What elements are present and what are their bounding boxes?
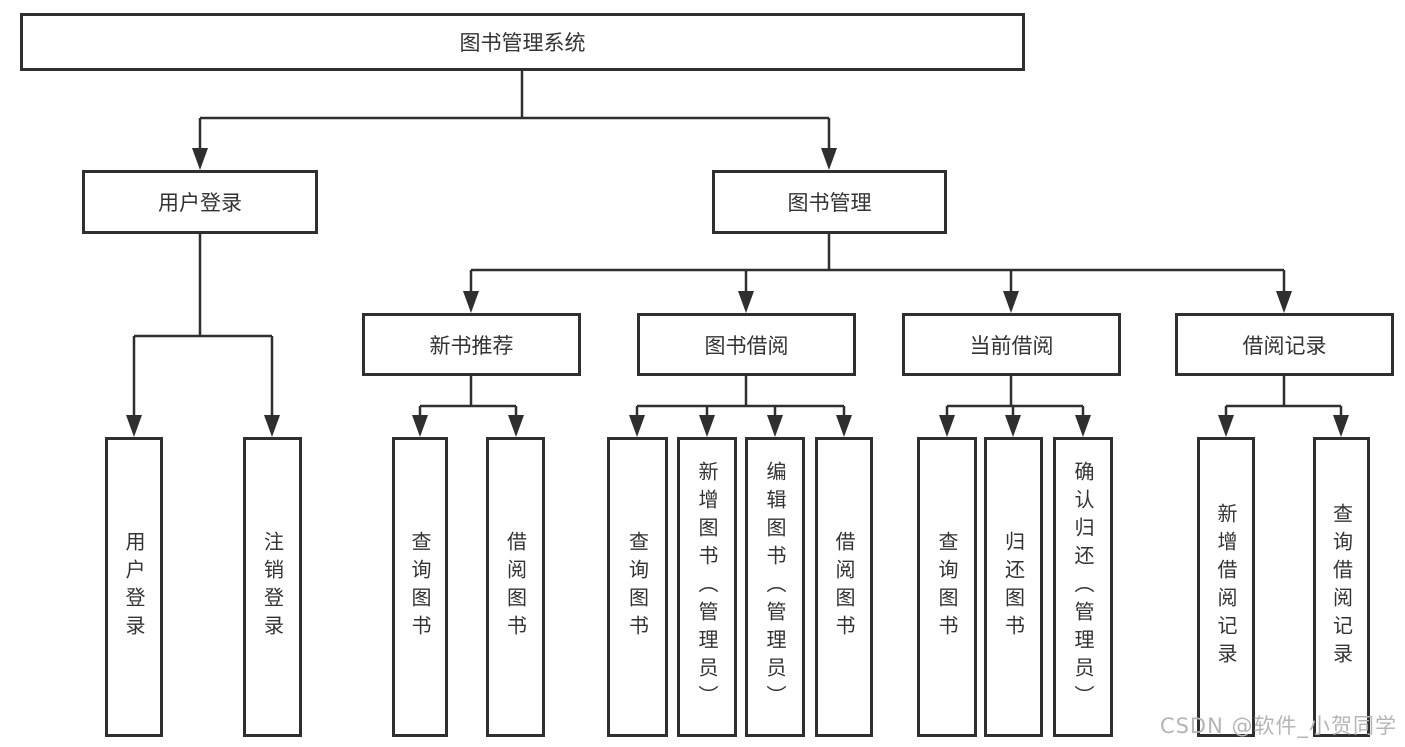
arrow-icon [699, 415, 715, 437]
arrow-icon [821, 148, 837, 170]
connector-root-to-level2 [198, 71, 831, 150]
arrow-icon [412, 415, 428, 437]
node-label: 确认归还（管理员） [1071, 461, 1095, 713]
node-user-login-action: 用户登录 [105, 437, 163, 737]
node-logout: 注销登录 [243, 437, 302, 737]
arrow-icon [264, 415, 280, 437]
node-new-book-recommend: 新书推荐 [362, 313, 581, 376]
arrow-icon [836, 415, 852, 437]
node-label: 图书管理系统 [459, 31, 586, 55]
arrow-icon [463, 291, 479, 313]
arrow-icon [939, 415, 955, 437]
node-label: 借阅记录 [1242, 333, 1327, 358]
node-label: 编辑图书（管理员） [763, 461, 787, 713]
arrow-icon [1333, 415, 1349, 437]
arrow-icon [767, 415, 783, 437]
arrow-icon [126, 415, 142, 437]
node-label: 注销登录 [260, 531, 285, 643]
node-rec-query-books: 查询图书 [392, 437, 448, 737]
node-label: 新增借阅记录 [1214, 503, 1238, 671]
csdn-watermark: CSDN @软件_小贺同学 [1159, 714, 1397, 738]
node-label: 借阅图书 [503, 531, 528, 643]
connector-borrowrecords-to-leaves [1224, 376, 1343, 417]
node-rec-borrow-books: 借阅图书 [486, 437, 545, 737]
node-bb-query-books: 查询图书 [607, 437, 668, 737]
node-label: 图书借阅 [704, 333, 789, 358]
connector-newbookrec-to-leaves [418, 376, 518, 417]
node-borrow-records: 借阅记录 [1175, 313, 1394, 376]
node-label: 归还图书 [1001, 531, 1026, 643]
node-cb-return-books: 归还图书 [984, 437, 1043, 737]
arrow-icon [1218, 415, 1234, 437]
node-label: 当前借阅 [969, 333, 1054, 358]
node-root-system: 图书管理系统 [20, 13, 1025, 71]
node-br-add-record: 新增借阅记录 [1197, 437, 1255, 737]
arrow-icon [1005, 415, 1021, 437]
node-bb-edit-books-admin: 编辑图书（管理员） [745, 437, 805, 737]
arrow-icon [1075, 415, 1091, 437]
node-label: 用户登录 [122, 531, 146, 643]
node-label: 查询图书 [625, 531, 650, 643]
arrow-icon [738, 291, 754, 313]
node-user-login: 用户登录 [82, 170, 318, 234]
arrow-icon [629, 415, 645, 437]
connector-bookmgmt-to-level3 [469, 234, 1286, 293]
node-br-query-record: 查询借阅记录 [1313, 437, 1370, 737]
node-label: 新书推荐 [429, 333, 514, 358]
arrow-icon [508, 415, 524, 437]
arrow-icon [1003, 291, 1019, 313]
node-label: 图书管理 [787, 191, 872, 215]
node-book-borrow: 图书借阅 [637, 313, 856, 376]
connector-currentborrow-to-leaves [945, 376, 1085, 417]
node-book-management: 图书管理 [712, 170, 947, 234]
node-label: 查询图书 [408, 531, 432, 643]
node-cb-query-books: 查询图书 [917, 437, 977, 737]
node-cb-confirm-return-admin: 确认归还（管理员） [1053, 437, 1113, 737]
connector-userlogin-to-leaves [132, 234, 274, 417]
node-label: 查询图书 [935, 531, 959, 643]
node-label: 用户登录 [158, 191, 242, 215]
connector-bookborrow-to-leaves [635, 376, 846, 417]
node-bb-borrow-books: 借阅图书 [815, 437, 873, 737]
node-current-borrow: 当前借阅 [902, 313, 1121, 376]
arrow-icon [192, 148, 208, 170]
arrow-icon [1276, 291, 1292, 313]
node-label: 借阅图书 [832, 531, 856, 643]
node-bb-add-books-admin: 新增图书（管理员） [677, 437, 737, 737]
node-label: 新增图书（管理员） [695, 461, 719, 713]
node-label: 查询借阅记录 [1329, 503, 1354, 671]
